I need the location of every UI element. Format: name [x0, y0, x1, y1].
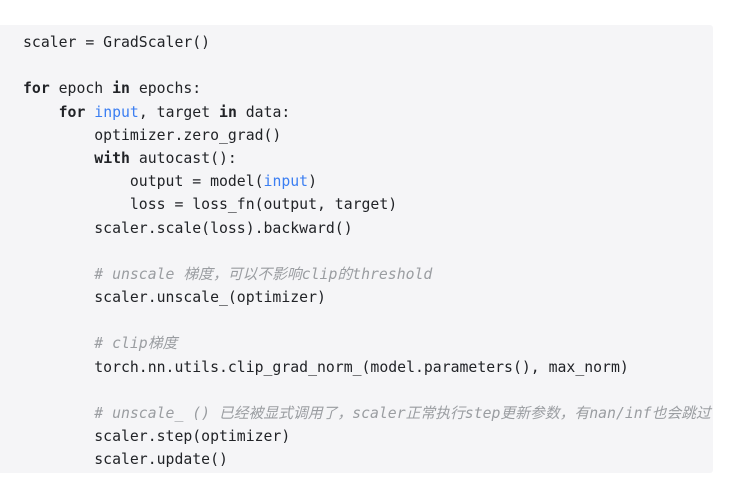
code-line: scaler.step(optimizer) — [23, 425, 713, 448]
code-token-plain: optimizer.zero_grad() — [23, 126, 282, 144]
code-line: # clip梯度 — [23, 332, 713, 355]
code-token-plain: autocast(): — [129, 149, 237, 167]
code-token-plain: , target — [138, 103, 220, 121]
code-token-plain: scaler.scale(loss).backward() — [23, 219, 353, 237]
code-token-builtin: input — [263, 173, 309, 191]
code-token-keyword: for — [23, 80, 50, 98]
code-line: for input, target in data: — [23, 101, 713, 124]
code-token-keyword: for — [58, 103, 86, 121]
code-line: scaler.unscale_(optimizer) — [23, 286, 713, 309]
code-token-plain: data: — [236, 103, 291, 121]
code-token-plain — [85, 104, 94, 121]
code-line: scaler = GradScaler() — [23, 31, 713, 54]
code-line: torch.nn.utils.clip_grad_norm_(model.par… — [23, 356, 713, 379]
code-line: output = model(input) — [23, 170, 713, 193]
code-token-builtin: input — [94, 103, 139, 121]
code-token-keyword: in — [112, 80, 130, 98]
code-token-plain: epoch — [49, 80, 113, 98]
code-token-plain — [23, 104, 59, 121]
code-token-plain: scaler.unscale_(optimizer) — [23, 289, 326, 307]
code-token-comment: # clip梯度 — [23, 335, 178, 353]
code-token-keyword: with — [94, 149, 130, 167]
code-line: scaler.scale(loss).backward() — [23, 217, 713, 240]
code-line: loss = loss_fn(output, target) — [23, 193, 713, 216]
code-blank-line — [23, 54, 713, 77]
code-token-plain: epochs: — [129, 80, 202, 98]
code-block: scaler = GradScaler() for epoch in epochs… — [0, 25, 713, 473]
code-token-comment: # unscale_ () 已经被显式调用了，scaler正常执行step更新参… — [23, 405, 711, 422]
code-token-plain: torch.nn.utils.clip_grad_norm_(model.par… — [23, 358, 629, 376]
code-line: # unscale 梯度，可以不影响clip的threshold — [23, 263, 713, 286]
code-token-plain: output = model( — [23, 173, 264, 191]
code-line: with autocast(): — [23, 147, 713, 170]
code-token-plain: scaler = GradScaler() — [23, 34, 211, 51]
code-blank-line — [23, 379, 713, 402]
code-token-plain: scaler.update() — [23, 451, 228, 469]
code-token-plain: scaler.step(optimizer) — [23, 428, 291, 446]
code-token-plain: ) — [308, 173, 317, 191]
code-blank-line — [23, 240, 713, 263]
code-line: optimizer.zero_grad() — [23, 124, 713, 147]
code-token-plain — [23, 150, 94, 167]
code-blank-line — [23, 309, 713, 332]
code-line: scaler.update() — [23, 448, 713, 471]
code-token-keyword: in — [219, 103, 237, 121]
code-line: # unscale_ () 已经被显式调用了，scaler正常执行step更新参… — [23, 402, 713, 425]
code-line: for epoch in epochs: — [23, 77, 713, 100]
code-token-plain: loss = loss_fn(output, target) — [23, 196, 398, 214]
code-token-comment: # unscale 梯度，可以不影响clip的threshold — [23, 265, 433, 283]
